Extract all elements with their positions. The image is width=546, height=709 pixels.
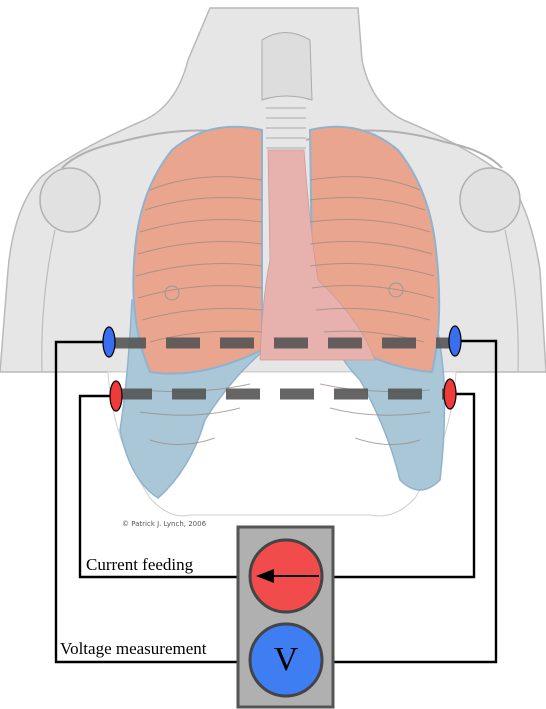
current-feeding-label: Current feeding — [86, 555, 196, 575]
current-electrode-right — [444, 379, 456, 409]
illustration-credit: © Patrick J. Lynch, 2006 — [122, 520, 206, 528]
voltage-measurement-label: Voltage measurement — [60, 639, 210, 659]
current-electrode-left — [110, 381, 122, 411]
voltage-electrode-right — [449, 326, 461, 356]
voltage-electrode-left — [103, 327, 115, 357]
voltmeter-icon: V — [266, 640, 306, 680]
shoulder-right — [460, 168, 520, 232]
shoulder-left — [40, 168, 100, 232]
